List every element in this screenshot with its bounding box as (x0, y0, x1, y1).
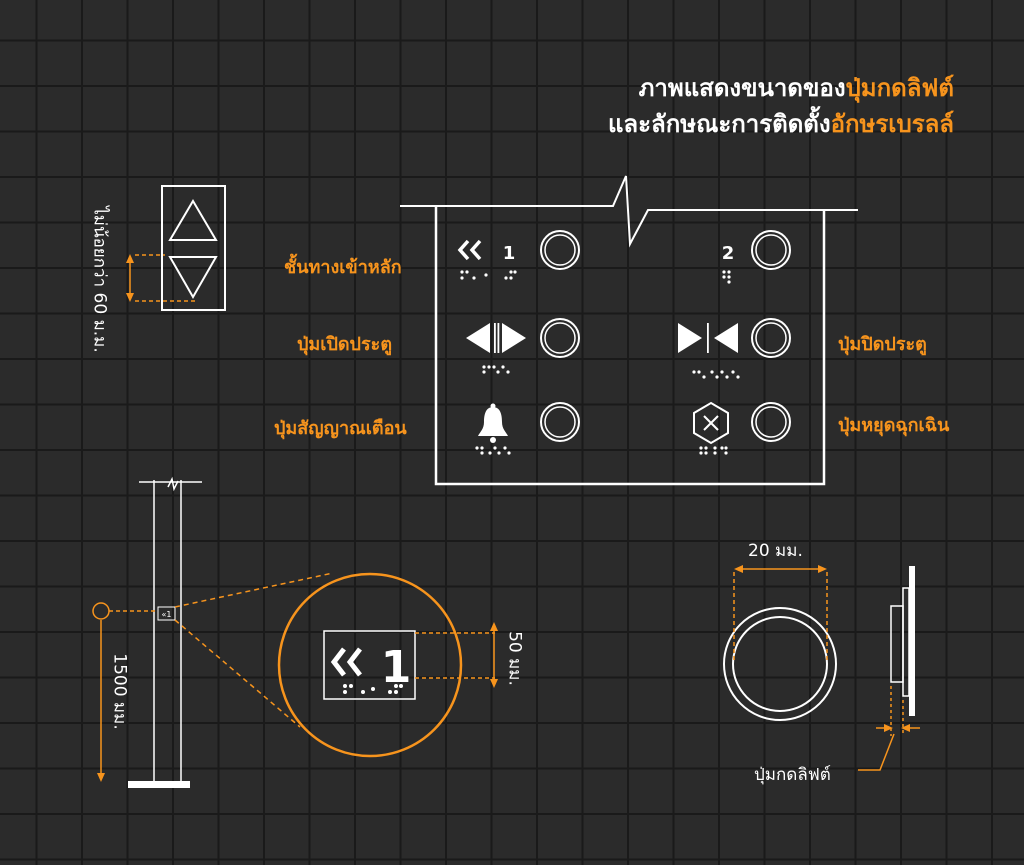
title-line-1-text: ภาพแสดงขนาดของ (638, 74, 846, 102)
label-door-open: ปุ่มเปิดประตู (297, 334, 393, 355)
zoom-braille (343, 684, 403, 694)
eye-level-marker (92, 602, 110, 620)
small-braille-sign (157, 606, 176, 621)
label-emergency-stop: ปุ่มหยุดฉุกเฉิน (838, 415, 950, 436)
braille-alarm (475, 446, 511, 455)
hexagon-x-icon (693, 401, 729, 445)
triangle-down-icon (168, 256, 218, 300)
label-door-close: ปุ่มปิดประตู (838, 334, 927, 355)
button-alarm[interactable] (540, 402, 580, 442)
wall-elevation: «1 (92, 476, 334, 788)
label-size-20: 20 มม. (748, 541, 803, 561)
label-main-floor: ชั้นทางเข้าหลัก (284, 257, 402, 278)
door-open-arrows-icon (466, 323, 526, 353)
braille-emergency-stop (699, 446, 728, 455)
lift-panel: 1 2 (400, 175, 858, 486)
floor-plate (128, 781, 190, 788)
braille-sign-plate (323, 630, 416, 700)
call-button-box (126, 185, 226, 311)
label-height-1500: 1500 มม. (109, 653, 130, 730)
title-line-2-text: และลักษณะการติดตั้ง (607, 110, 831, 138)
zoom-double-chevron-icon (330, 647, 362, 677)
svg-text:«1: «1 (162, 610, 172, 619)
button-emergency-stop[interactable] (751, 402, 791, 442)
button-door-open[interactable] (540, 318, 580, 358)
braille-door-close (692, 370, 740, 379)
title-line-1: ภาพแสดงขนาดของปุ่มกดลิฟต์ (639, 68, 954, 107)
braille-main-floor (460, 270, 517, 280)
floor-2-label: 2 (722, 243, 735, 264)
label-alarm: ปุ่มสัญญาณเตือน (274, 418, 407, 439)
title-line-1-highlight: ปุ่มกดลิฟต์ (845, 74, 954, 102)
button-front-detail (723, 565, 837, 721)
braille-floor-2 (722, 270, 731, 284)
zoom-detail: 1 (277, 572, 498, 758)
button-floor-1[interactable] (540, 230, 580, 270)
title-line-2: และลักษณะการติดตั้งอักษรเบรลล์ (608, 104, 954, 143)
label-size-50: 50 มม. (504, 631, 525, 686)
bell-icon (478, 403, 508, 443)
triangle-up-icon (168, 199, 218, 241)
button-floor-2[interactable] (751, 230, 791, 270)
label-min-60: ไม่น้อยกว่า 60 ม.ม. (89, 206, 110, 353)
label-lift-button: ปุ่มกดลิฟต์ (754, 765, 831, 785)
button-door-close[interactable] (751, 318, 791, 358)
button-side-detail (858, 566, 920, 771)
title-line-2-highlight: อักษรเบรลล์ (830, 110, 954, 138)
door-close-arrows-icon (678, 323, 738, 353)
floor-1-label: 1 (503, 243, 516, 264)
double-chevron-left-icon (457, 239, 482, 261)
braille-door-open (482, 365, 510, 374)
